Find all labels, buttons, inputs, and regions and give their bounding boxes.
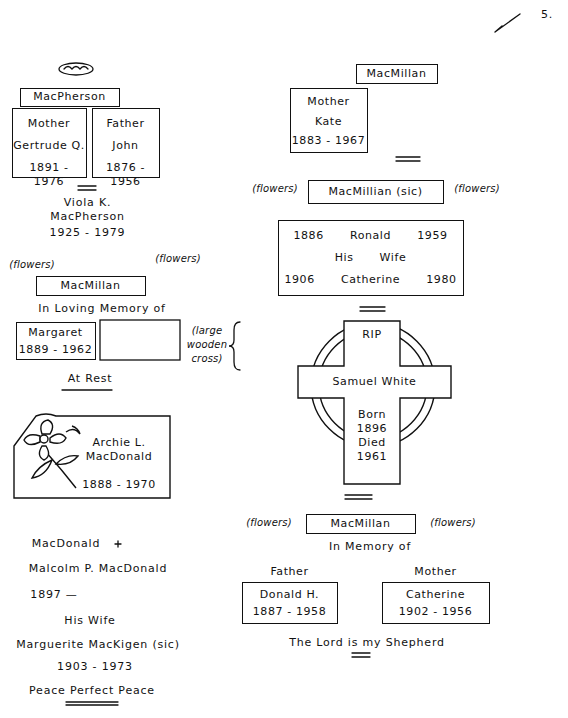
plaque-text: 1902 - 1956 <box>383 605 488 619</box>
plaque-text: His Wife <box>279 251 462 265</box>
wooden-cross: RIP Samuel WhiteBorn 1896 Died 1961 <box>296 320 466 485</box>
family-name-box: MacPherson <box>20 88 120 107</box>
inscription: His Wife <box>40 614 140 628</box>
plaque-box: MotherGertrude Q.1891 - 1976 <box>12 108 87 178</box>
separator-double-line <box>78 186 96 190</box>
separator-double-line <box>345 495 372 499</box>
buried-name: Malcolm P. MacDonald <box>8 562 188 576</box>
plaque-box: FatherJohn1876 - 1956 <box>92 108 160 178</box>
plaque-text: Donald H. <box>243 588 336 602</box>
family-name: MacDonald <box>16 537 116 551</box>
plaque-box: 1886 Ronald 1959His Wife 1906 Catherine 1… <box>278 220 464 296</box>
family-name-box: MacMillan <box>36 276 146 296</box>
check-mark <box>495 14 520 32</box>
plaque-text: Gertrude Q. <box>13 139 85 153</box>
plaque-text: 1889 - 1962 <box>17 343 94 357</box>
plaque-heading: Mother <box>13 117 85 131</box>
inscription: The Lord is my Shepherd <box>252 636 482 650</box>
flower-scribble <box>59 63 93 75</box>
plus-mark <box>115 541 121 547</box>
brace <box>229 322 240 370</box>
plaque-text: MacMillian (sic) <box>309 185 442 199</box>
plaque-text: Born 1896 Died 1961 <box>354 408 390 464</box>
family-name-box: MacMillan <box>356 64 438 84</box>
inscription-note: (flowers) <box>148 252 208 266</box>
inscription-note: (flowers) <box>418 516 488 530</box>
plaque-heading: Mother <box>383 565 488 579</box>
plaque-box: FatherDonald H.1887 - 1958 <box>242 582 338 624</box>
plaque-heading: 1886 Ronald 1959 <box>279 229 462 243</box>
plaque-text: MacMillan <box>307 517 414 531</box>
dates: 1925 - 1979 <box>30 226 145 240</box>
buried-name: Viola K. MacPherson <box>30 196 145 224</box>
headstone: Archie L. MacDonald 1888 - 1970 <box>12 412 172 500</box>
family-name-box: MacMillan <box>306 514 416 534</box>
plaque-text: MacPherson <box>21 90 118 104</box>
inscription-note: (flowers) <box>244 182 306 196</box>
plaque-text: 1876 - 1956 <box>93 161 158 189</box>
plaque-box: Margaret 1889 - 1962 <box>16 322 96 360</box>
plaque-text: Kate <box>291 115 366 129</box>
dates: 1903 - 1973 <box>20 660 170 674</box>
plaque-text: 1888 - 1970 <box>70 478 168 492</box>
inscription-note: (flowers) <box>2 258 62 272</box>
plaque-heading: Father <box>243 565 336 579</box>
inscription-note: (flowers) <box>234 516 304 530</box>
plaque-heading: Margaret <box>17 326 94 340</box>
plaque-heading: Mother <box>291 95 366 109</box>
separator-double-line <box>360 307 385 311</box>
double-underline <box>352 653 370 657</box>
plaque-heading: Father <box>93 117 158 131</box>
plaque-box: MotherCatherine1902 - 1956 <box>382 582 490 624</box>
plaque-text: John <box>93 139 158 153</box>
plaque-text: 1891 - 1976 <box>13 161 85 189</box>
inscription: In Memory of <box>290 540 450 554</box>
inscription: In Loving Memory of <box>14 302 190 316</box>
empty-plaque <box>100 320 180 360</box>
plaque-text: MacMillan <box>357 67 436 81</box>
plaque-box: MotherKate 1883 - 1967 <box>290 88 368 153</box>
plaque-heading: RIP <box>344 328 400 342</box>
flower-scribble-detail <box>64 67 88 70</box>
plaque-text: 1887 - 1958 <box>243 605 336 619</box>
inscription: Peace Perfect Peace <box>6 684 178 698</box>
buried-name: Marguerite MacKigen (sic) <box>0 638 196 652</box>
inscription-note: (large wooden cross) <box>182 324 232 366</box>
family-name-box: MacMillian (sic) <box>308 180 444 204</box>
underline <box>66 702 118 705</box>
page-number: 5. <box>530 8 564 22</box>
plaque-text: Catherine <box>383 588 488 602</box>
inscription: At Rest <box>40 372 140 386</box>
plaque-text: 1883 - 1967 <box>291 134 366 148</box>
underline <box>62 389 112 390</box>
inscription-note: (flowers) <box>446 182 508 196</box>
plaque-text: Samuel White <box>298 375 451 389</box>
dates: 1897 — <box>14 588 94 602</box>
separator-double-line <box>396 157 420 161</box>
plaque-text: MacMillan <box>37 279 144 293</box>
plaque-heading: Archie L. MacDonald <box>70 436 168 464</box>
plaque-text: 1906 Catherine 1980 <box>279 273 462 287</box>
